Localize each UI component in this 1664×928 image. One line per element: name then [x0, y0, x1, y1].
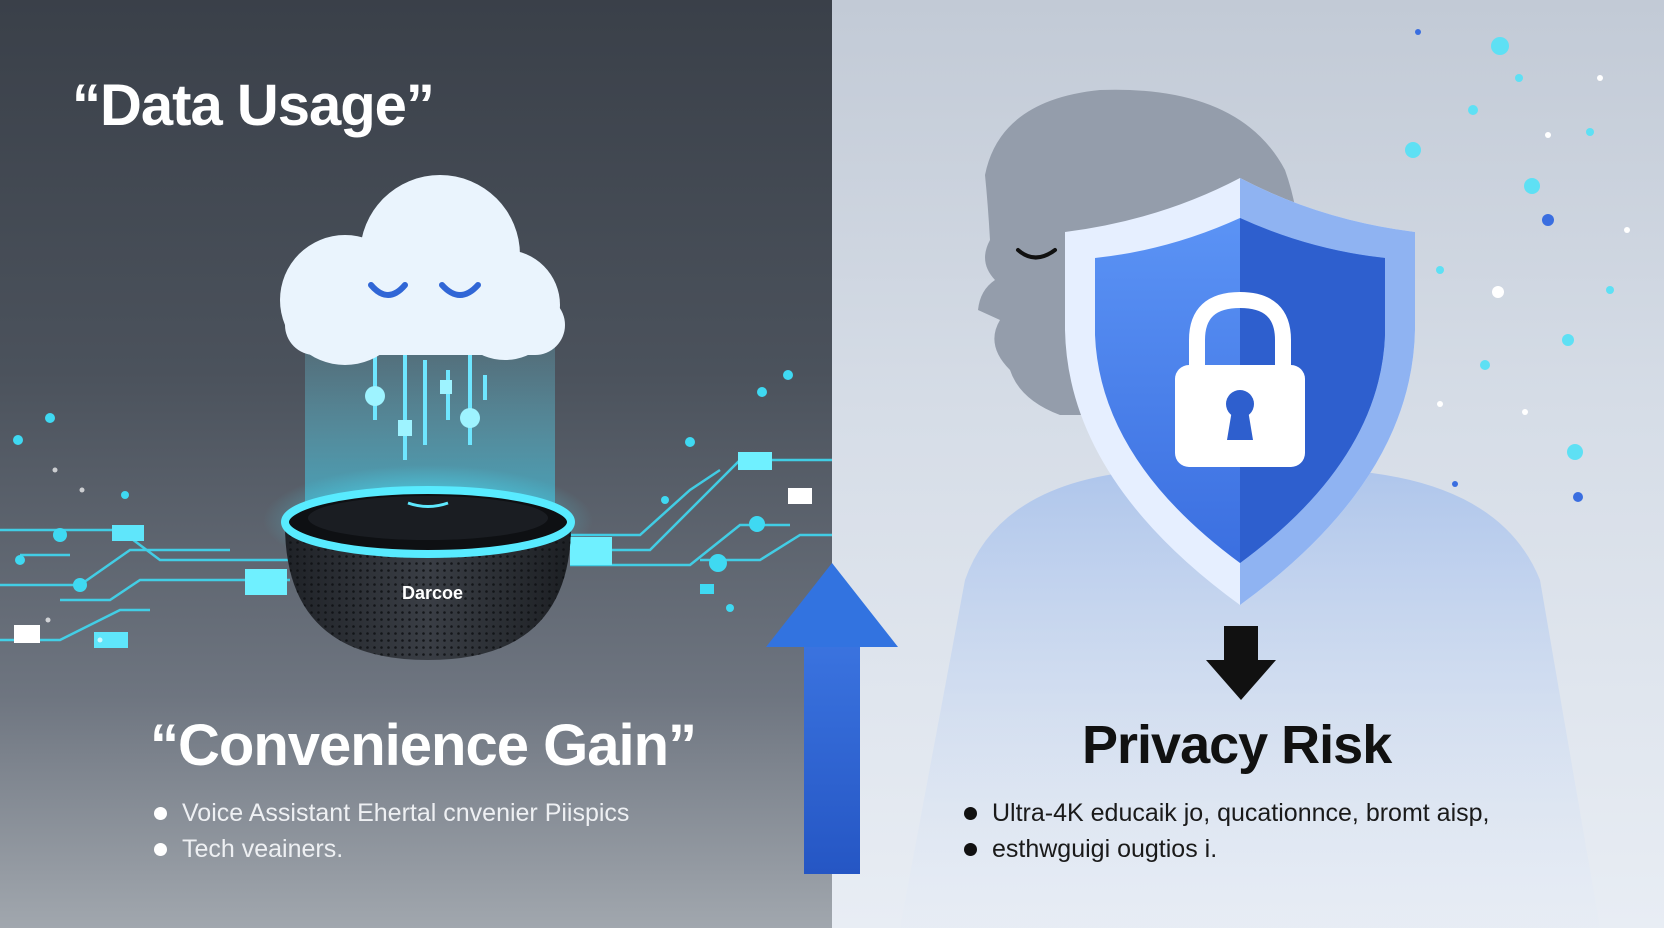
particles — [1405, 37, 1614, 460]
bullet-item: Tech veainers. — [150, 831, 629, 867]
up-arrow-icon — [766, 563, 898, 874]
circuit-nodes-left — [13, 413, 287, 648]
smart-speaker-icon — [263, 465, 593, 660]
shield-icon — [1065, 178, 1415, 605]
convenience-bullets: Voice Assistant Ehertal cnvenier Piispic… — [150, 795, 629, 867]
privacy-risk-title: Privacy Risk — [1082, 715, 1392, 775]
bullet-item: Voice Assistant Ehertal cnvenier Piispic… — [150, 795, 629, 831]
bullet-item: esthwguigi ougtios i. — [960, 831, 1489, 867]
convenience-gain-title: “Convenience Gain” — [150, 713, 697, 778]
speaker-brand-label: Darcoe — [402, 583, 464, 603]
padlock-icon — [1175, 291, 1305, 467]
cloud-icon — [280, 175, 565, 365]
cloud-eyes-icon — [368, 282, 481, 298]
down-arrow-icon — [1206, 626, 1276, 700]
data-usage-title: “Data Usage” — [72, 73, 435, 138]
circuit-nodes-right — [570, 370, 812, 612]
privacy-bullets: Ultra-4K educaik jo, qucationnce, bromt … — [960, 795, 1489, 867]
bullet-item: Ultra-4K educaik jo, qucationnce, bromt … — [960, 795, 1489, 831]
